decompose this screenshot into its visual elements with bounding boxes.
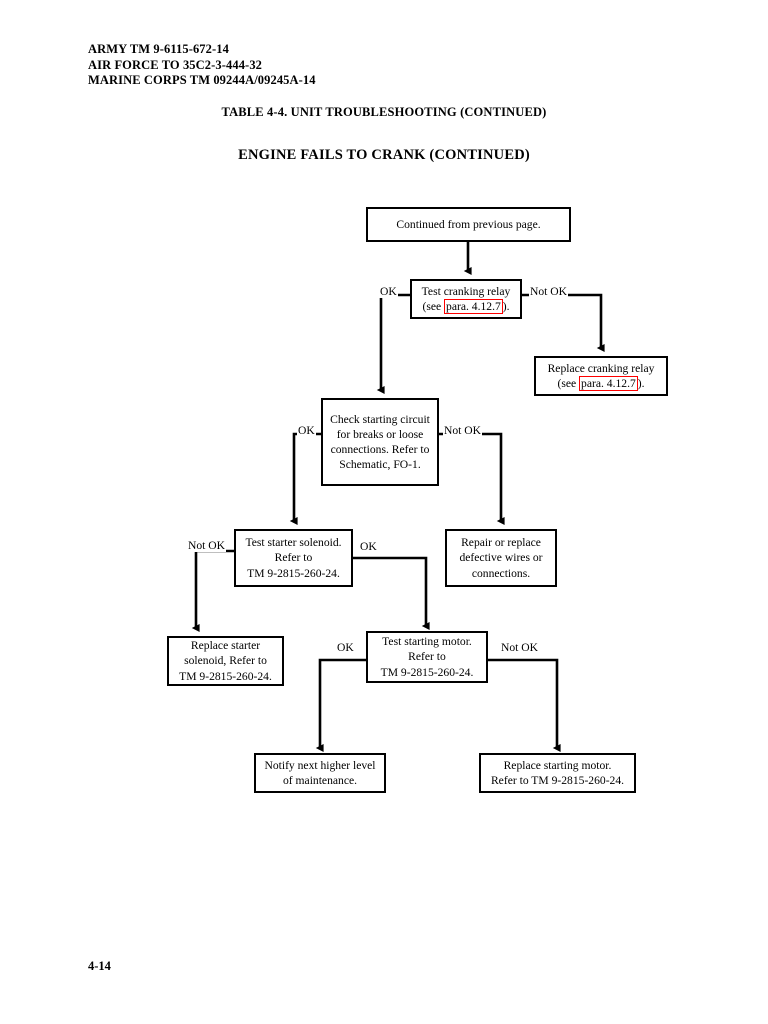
node-replace-cranking-relay-prefix: Replace cranking relay (see [547, 361, 655, 390]
node-test-cranking-relay-text: Test cranking relay (see para. 4.12.7). [416, 284, 516, 314]
header-line-air-force: AIR FORCE TO 35C2-3-444-32 [88, 57, 263, 72]
edge-label-starting-circuit-ok: OK [297, 424, 316, 437]
node-test-starting-motor-text: Test starting motor. Refer to TM 9-2815-… [380, 635, 474, 679]
node-continued-text: Continued from previous page. [396, 217, 541, 231]
edge-label-starter-solenoid-ok: OK [359, 540, 378, 553]
node-replace-starting-motor[interactable]: Replace starting motor. Refer to TM 9-28… [479, 753, 636, 793]
edge-label-starting-motor-ok: OK [336, 641, 355, 654]
node-continued-from-previous-page[interactable]: Continued from previous page. [366, 207, 571, 242]
node-test-starter-solenoid[interactable]: Test starter solenoid. Refer to TM 9-281… [234, 529, 353, 587]
table-title: TABLE 4-4. UNIT TROUBLESHOOTING (CONTINU… [221, 105, 547, 119]
edge-label-cranking-relay-ok: OK [379, 285, 398, 298]
node-replace-starter-solenoid[interactable]: Replace starter solenoid, Refer to TM 9-… [167, 636, 284, 686]
node-check-starting-circuit[interactable]: Check starting circuit for breaks or loo… [321, 398, 439, 486]
edge-label-cranking-relay-not-ok: Not OK [529, 285, 569, 298]
page-number: 4-14 [88, 959, 111, 973]
edge-label-starting-motor-not-ok: Not OK [500, 641, 540, 654]
node-test-cranking-relay[interactable]: Test cranking relay (see para. 4.12.7). [410, 279, 522, 319]
section-title: ENGINE FAILS TO CRANK (CONTINUED) [238, 147, 530, 163]
para-link-4-12-7[interactable]: para. 4.12.7 [444, 299, 503, 314]
node-replace-cranking-relay-suffix: ). [637, 377, 645, 390]
document-header: ARMY TM 9-6115-672-14 AIR FORCE TO 35C2-… [88, 42, 316, 89]
header-line-army: ARMY TM 9-6115-672-14 [88, 42, 229, 56]
node-replace-cranking-relay[interactable]: Replace cranking relay (see para. 4.12.7… [534, 356, 668, 396]
node-test-starter-solenoid-text: Test starter solenoid. Refer to TM 9-281… [245, 536, 342, 580]
node-replace-starter-solenoid-text: Replace starter solenoid, Refer to TM 9-… [179, 639, 272, 683]
edge-label-starter-solenoid-not-ok: Not OK [187, 539, 227, 552]
node-replace-starting-motor-text: Replace starting motor. Refer to TM 9-28… [490, 758, 625, 787]
node-repair-or-replace-wires-text: Repair or replace defective wires or con… [459, 536, 543, 580]
node-notify-next-higher-level-text: Notify next higher level of maintenance. [264, 758, 376, 787]
node-notify-next-higher-level[interactable]: Notify next higher level of maintenance. [254, 753, 386, 793]
node-repair-or-replace-wires[interactable]: Repair or replace defective wires or con… [445, 529, 557, 587]
para-link-4-12-7-replace[interactable]: para. 4.12.7 [579, 376, 638, 391]
node-check-starting-circuit-text: Check starting circuit for breaks or loo… [330, 412, 430, 472]
edge-label-starting-circuit-not-ok: Not OK [443, 424, 483, 437]
node-test-starting-motor[interactable]: Test starting motor. Refer to TM 9-2815-… [366, 631, 488, 683]
node-test-cranking-relay-suffix: ). [502, 300, 510, 313]
node-test-cranking-relay-prefix: Test cranking relay (see [421, 284, 511, 313]
header-line-marine-corps: MARINE CORPS TM 09244A/09245A-14 [88, 73, 316, 87]
node-replace-cranking-relay-text: Replace cranking relay (see para. 4.12.7… [540, 361, 662, 391]
